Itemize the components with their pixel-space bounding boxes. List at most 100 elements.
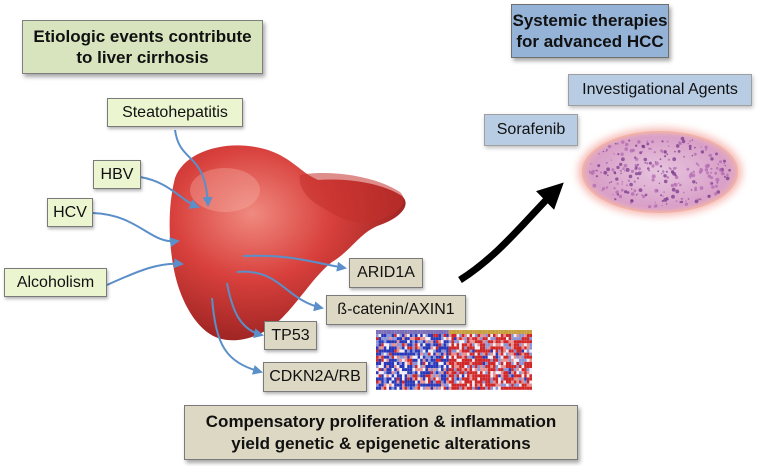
heatmap-cell (472, 334, 475, 338)
heatmap-cell (467, 349, 470, 353)
heatmap-cell (529, 386, 532, 390)
heatmap-cell (480, 358, 483, 362)
heatmap-cell (467, 346, 470, 350)
histology-nucleus (697, 164, 700, 167)
heatmap-cell (467, 365, 470, 369)
heatmap-cell (430, 386, 434, 390)
heatmap-cell (487, 361, 491, 365)
heatmap-cell (407, 340, 410, 344)
heatmap-cell (448, 377, 452, 381)
heatmap-annotation-cell (526, 330, 530, 334)
heatmap-cell (394, 361, 397, 365)
heatmap-cell (454, 343, 457, 347)
heatmap-cell (464, 377, 467, 381)
heatmap-cell (506, 380, 509, 384)
heatmap-cell (441, 349, 444, 353)
histology-nucleus (698, 170, 703, 174)
heatmap-cell (469, 365, 473, 369)
heatmap-cell (469, 337, 473, 341)
heatmap-cell (511, 337, 514, 341)
histology-nucleus (624, 147, 628, 151)
heatmap-cell (511, 365, 514, 369)
histology-nucleus (614, 198, 617, 201)
heatmap-cell (407, 368, 410, 372)
heatmap-cell (521, 337, 525, 341)
histology-nucleus (606, 167, 610, 172)
heatmap-cell (485, 377, 488, 381)
histology-nucleus (700, 146, 702, 148)
heatmap-cell (521, 343, 525, 347)
heatmap-cell (441, 365, 444, 369)
heatmap-cell (467, 352, 470, 356)
histology-nucleus (641, 144, 646, 149)
heatmap-cell (516, 374, 519, 378)
heatmap-cell (430, 352, 434, 356)
heatmap-cell (485, 371, 488, 375)
heatmap-annotation-cell (508, 330, 512, 334)
heatmap-cell (506, 365, 509, 369)
heatmap-cell (435, 352, 439, 356)
heatmap-cell (513, 374, 517, 378)
heatmap-annotation-cell (456, 330, 460, 334)
bottom-title-line1: Compensatory proliferation & inflammatio… (205, 411, 557, 431)
heatmap-cell (513, 355, 517, 359)
histology-nucleus (691, 173, 696, 178)
histology-nucleus (624, 170, 626, 172)
heatmap-cell (474, 349, 478, 353)
heatmap-cell (451, 352, 454, 356)
heatmap-cell (381, 371, 384, 375)
heatmap-cell (412, 358, 415, 362)
heatmap-cell (485, 349, 488, 353)
heatmap-cell (402, 383, 405, 387)
heatmap-cell (399, 334, 402, 338)
heatmap-cell (425, 377, 428, 381)
heatmap-cell (381, 380, 384, 384)
histology-nucleus (630, 169, 635, 173)
heatmap-cell (529, 383, 532, 387)
heatmap-cell (519, 371, 522, 375)
heatmap-cell (435, 383, 439, 387)
heatmap-cell (511, 343, 514, 347)
heatmap-cell (402, 371, 405, 375)
heatmap-cell (503, 352, 506, 356)
histology-image (578, 128, 742, 216)
heatmap-cell (430, 340, 434, 344)
heatmap-cell (391, 352, 395, 356)
heatmap-cell (415, 343, 418, 347)
heatmap-cell (409, 386, 413, 390)
heatmap-cell (495, 343, 499, 347)
heatmap-cell (396, 383, 400, 387)
heatmap-cell (422, 380, 426, 384)
heatmap-cell (477, 334, 480, 338)
heatmap-cell (389, 377, 392, 381)
heatmap-cell (383, 355, 387, 359)
heatmap-cell (516, 358, 519, 362)
heatmap-cell (493, 349, 496, 353)
heatmap-cell (441, 380, 444, 384)
histology-nucleus (643, 184, 646, 187)
heatmap-cell (474, 334, 478, 338)
histology-nucleus (715, 152, 718, 156)
heatmap-cell (407, 346, 410, 350)
heatmap-cell (508, 368, 512, 372)
heatmap-cell (433, 380, 436, 384)
heatmap-cell (376, 355, 379, 359)
heatmap-cell (383, 383, 387, 387)
heatmap-cell (487, 334, 491, 338)
heatmap-annotation-cell (438, 330, 441, 334)
heatmap-annotation-cell (433, 330, 436, 334)
heatmap-cell (467, 361, 470, 365)
heatmap-cell (389, 365, 392, 369)
heatmap-cell (521, 374, 525, 378)
heatmap-cell (506, 374, 509, 378)
heatmap-cell (464, 358, 467, 362)
heatmap-cell (482, 334, 486, 338)
heatmap-cell (521, 377, 525, 381)
heatmap-cell (376, 383, 379, 387)
heatmap-cell (441, 355, 444, 359)
histology-nucleus (708, 194, 711, 197)
heatmap-cell (391, 349, 395, 353)
heatmap-cell (430, 377, 434, 381)
histology-nucleus (663, 150, 667, 154)
histology-nucleus (661, 204, 663, 207)
